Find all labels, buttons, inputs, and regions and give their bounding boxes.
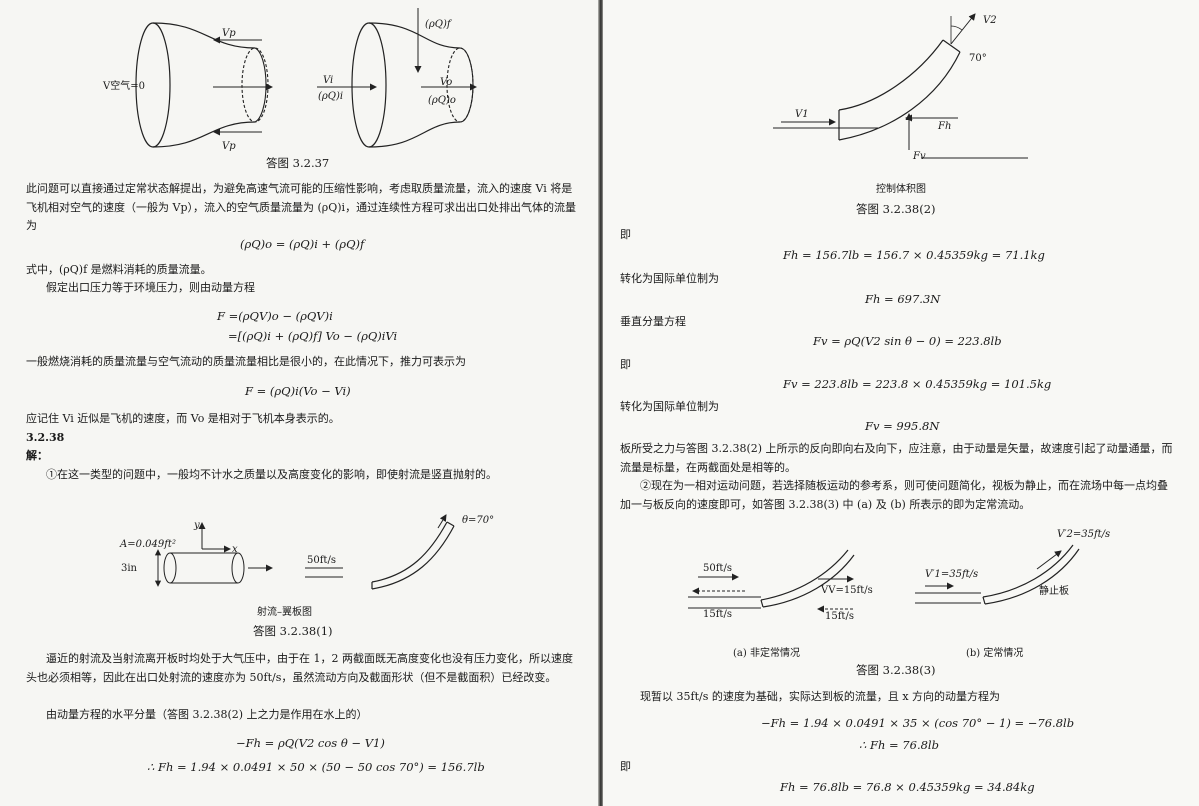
paragraph-steady-state: 此问题可以直接通过定常状态解提出，为避免高速气流可能的压缩性影响，考虑取质量流量… (26, 182, 577, 232)
label-vp-bottom: Vp (222, 141, 236, 152)
jet-plate-diagram (154, 514, 455, 590)
equation-fh-result: ∴ Fh = 1.94 × 0.0491 × 50 × (50 − 50 cos… (147, 760, 485, 774)
equation-fh-76: ∴ Fh = 76.8lb (859, 738, 939, 752)
label-vp-top: Vp (222, 28, 236, 39)
right-page: V2 70° V1 Fh Fv 控制体积图 答图 3.2.38(2) 即 Fh … (603, 0, 1199, 806)
equation-fh-35: −Fh = 1.94 × 0.0491 × 35 × (cos 70° − 1)… (761, 716, 1075, 730)
label-rhoq-i: (ρQ)i (318, 91, 344, 102)
text-remember: 应记住 Vi 近似是飞机的速度，而 Vo 是相对于飞机本身表示的。 (26, 412, 340, 425)
solution-label: 解： (26, 449, 48, 462)
figure-caption-3-2-38-3: 答图 3.2.38(3) (856, 663, 936, 677)
text-si-1: 转化为国际单位制为 (620, 272, 719, 285)
label-theta: θ=70° (462, 515, 495, 526)
label-vi: Vi (323, 75, 334, 86)
text-small-fuel: 一般燃烧消耗的质量流量与空气流动的质量流量相比是很小的，在此情况下，推力可表示为 (26, 355, 466, 368)
book-spine (598, 0, 603, 806)
text-si-2: 转化为国际单位制为 (620, 400, 719, 413)
label-angle: 70° (969, 53, 987, 64)
label-axis-y: y (194, 520, 200, 531)
text-ji-2: 即 (620, 358, 631, 371)
text-35-basis: 现暂以 35ft/s 的速度为基础，实际达到板的流量，且 x 方向的动量方程为 (640, 690, 1001, 703)
text-ji-3: 即 (620, 760, 631, 773)
equation-momentum-a: F =(ρQV)o − (ρQV)i (217, 309, 333, 323)
text-assume-pressure: 假定出口压力等于环境压力，则由动量方程 (46, 281, 255, 294)
label-b-v1: V′1=35ft/s (925, 569, 979, 580)
label-fh: Fh (938, 121, 952, 132)
equation-thrust: F = (ρQ)i(Vo − Vi) (245, 384, 351, 398)
text-horizontal-component: 由动量方程的水平分量（答图 3.2.38(2) 上之力是作用在水上的） (46, 708, 368, 721)
figure-caption-3-2-38-1: 答图 3.2.38(1) (253, 624, 333, 638)
equation-continuity: (ρQ)o = (ρQ)i + (ρQ)f (240, 237, 365, 251)
label-jet-speed: 50ft/s (307, 555, 336, 566)
figure-caption-3-2-37: 答图 3.2.37 (266, 156, 330, 170)
label-case-a: (a) 非定常情况 (733, 648, 800, 659)
text-fuel-flow: 式中，(ρQ)f 是燃料消耗的质量流量。 (26, 263, 212, 276)
equation-fv-si: Fv = 995.8N (865, 419, 940, 433)
label-a-15: 15ft/s (703, 609, 732, 620)
label-axis-x: x (232, 544, 238, 555)
label-a-50: 50ft/s (703, 563, 732, 574)
paragraph-plate-force: 板所受之力与答图 3.2.38(2) 上所示的反向即向右及向下，应注意，由于动量… (620, 442, 1173, 474)
label-stationary-plate: 静止板 (1039, 586, 1069, 597)
text-ji-1: 即 (620, 228, 631, 241)
label-rhoq-o: (ρQ)o (428, 95, 456, 106)
equation-fh-si: Fh = 697.3N (865, 292, 941, 306)
label-area: A=0.049ft² (120, 539, 176, 550)
label-fv: Fv (913, 151, 926, 162)
label-vv: VV=15ft/s (821, 585, 873, 596)
control-volume-diagram (773, 13, 1028, 159)
paragraph-atmospheric: 逼近的射流及当射流离开板时均处于大气压中，由于在 1，2 两截面既无高度变化也没… (26, 652, 573, 684)
relative-motion-diagram (688, 544, 1080, 613)
equation-horizontal: −Fh = ρQ(V2 cos θ − V1) (236, 736, 385, 750)
label-v2: V2 (983, 15, 997, 26)
equation-momentum-b: =[(ρQ)i + (ρQ)f] Vo − (ρQ)iVi (228, 329, 398, 343)
left-page: V空气=0 Vp Vp (ρQ)f Vi (ρQ)i Vo (ρQ)o 答图 3… (0, 0, 598, 806)
text-point-1: ①在这一类型的问题中，一般均不计水之质量以及高度变化的影响，即使射流是竖直抛射的… (46, 468, 497, 481)
equation-fv: Fv = ρQ(V2 sin θ − 0) = 223.8lb (813, 334, 1002, 348)
label-vo: Vo (440, 77, 453, 88)
label-case-b: (b) 定常情况 (966, 648, 1024, 659)
figure-subcaption-cv: 控制体积图 (876, 184, 926, 195)
label-b-v2: V′2=35ft/s (1057, 529, 1111, 540)
label-v1: V1 (795, 109, 809, 120)
paragraph-relative-motion: ②现在为一相对运动问题，若选择随板运动的参考系，则可使问题简化，视板为静止，而在… (620, 479, 1168, 511)
figure-subcaption-jet: 射流–翼板图 (257, 607, 312, 618)
equation-fh-kg-final: Fh = 76.8lb = 76.8 × 0.45359kg = 34.84kg (780, 780, 1035, 794)
equation-fh-kg: Fh = 156.7lb = 156.7 × 0.45359kg = 71.1k… (783, 248, 1045, 262)
label-rhoq-f: (ρQ)f (425, 19, 451, 30)
text-vertical: 垂直分量方程 (620, 315, 686, 328)
label-v-air: V空气=0 (103, 81, 145, 92)
figure-caption-3-2-38-2: 答图 3.2.38(2) (856, 202, 936, 216)
label-diameter: 3in (121, 563, 138, 574)
label-vv-15: 15ft/s (825, 611, 854, 622)
equation-fv-kg: Fv = 223.8lb = 223.8 × 0.45359kg = 101.5… (783, 377, 1052, 391)
engine-diagram (135, 8, 477, 148)
section-number: 3.2.38 (26, 431, 65, 444)
